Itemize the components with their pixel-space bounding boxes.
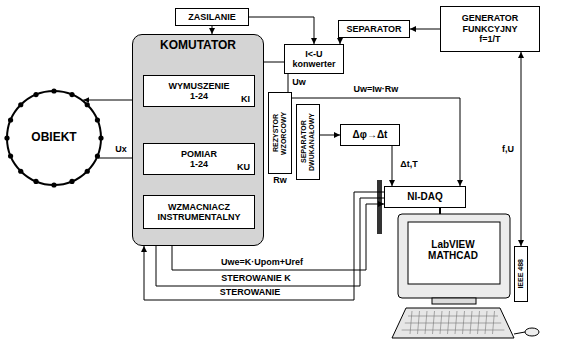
key-gap — [410, 311, 412, 334]
node-label: WZMACNIACZ INSTRUMENTALNY — [147, 202, 251, 223]
signal-line — [144, 192, 384, 300]
node-label: GENERATOR FUNKCYJNY — [444, 13, 536, 34]
key-gap — [478, 311, 480, 334]
key-gap — [418, 311, 420, 334]
electrode-dot — [51, 182, 56, 187]
amplifier-box: WZMACNIACZ INSTRUMENTALNY — [143, 195, 255, 229]
electrode-dot — [85, 169, 90, 174]
edge-label: f,U — [501, 145, 515, 155]
measurement-box: POMIAR1-24 KU — [143, 143, 255, 175]
screen-text: LabVIEW MATHCAD — [412, 228, 494, 272]
node-label: Δφ→Δt — [353, 129, 388, 141]
excitation-box: WYMUSZENIE1-24 KI — [143, 75, 255, 107]
key-gap — [425, 311, 427, 334]
signal-line — [320, 135, 340, 136]
node-label: LabVIEW MATHCAD — [423, 239, 483, 262]
electrode-dot — [18, 102, 23, 107]
signal-line — [212, 26, 213, 34]
monitor-screen — [408, 222, 500, 284]
electrode-dot — [18, 169, 23, 174]
edge-label: Uw=Iw·Rw — [353, 85, 400, 95]
electrode-dot — [98, 135, 103, 140]
node-label: WYMUSZENIE — [168, 81, 229, 91]
monitor-body — [398, 214, 510, 298]
electrode-dot — [33, 92, 38, 97]
node-label: konwerter — [292, 59, 335, 69]
node-label: ZASILANIE — [188, 12, 236, 22]
key-row — [405, 323, 501, 324]
bus-cable — [439, 208, 441, 214]
key-gap — [455, 311, 457, 334]
node-label: KI — [241, 94, 250, 104]
phase-time-box: Δφ→Δt — [340, 124, 400, 146]
node-label: f=1/T — [479, 34, 500, 44]
signal-label: Uw — [291, 78, 307, 88]
edge-label: Δt,T — [399, 160, 418, 170]
node-label: POMIAR — [181, 149, 217, 159]
key-row — [402, 330, 505, 331]
signal-line — [392, 146, 393, 186]
electrode-dot — [85, 102, 90, 107]
node-label: KU — [237, 162, 250, 172]
key-gap — [493, 311, 495, 334]
resistor-box: REZYSTOR WZORCOWYRw — [268, 92, 292, 174]
node-label: KOMUTATOR — [133, 39, 263, 53]
electrode-dot — [8, 153, 13, 158]
object-circle-line — [7, 91, 101, 185]
electrode-dot — [69, 92, 74, 97]
key-gap — [433, 311, 435, 334]
key-gap — [463, 311, 465, 334]
object-circle: OBIEKT — [4, 88, 104, 188]
node-label: IEEE 488 — [517, 259, 525, 289]
bus-box: IEEE 488 — [514, 246, 528, 302]
node-label: 1-24 — [190, 159, 208, 169]
electrode-dot — [95, 153, 100, 158]
node-label: I<-U — [305, 49, 322, 59]
edge-label: Uwe=K·Upom+Uref — [220, 258, 304, 268]
monitor-stand — [432, 298, 476, 304]
key-gap — [470, 311, 472, 334]
mouse — [525, 328, 539, 336]
electrode-dot — [51, 88, 56, 93]
electrode-dot — [69, 179, 74, 184]
node-label: SEPARATOR DWUKANAŁOWY — [300, 107, 315, 177]
keyboard-keys — [402, 311, 505, 334]
electrode-dot — [4, 135, 9, 140]
edge-label: STEROWANIE K — [220, 274, 292, 284]
power-box: ZASILANIE — [175, 8, 249, 26]
signal-line — [288, 74, 289, 92]
node-label: SEPARATOR — [346, 24, 401, 34]
key-gap — [440, 311, 442, 334]
node-label: OBIEKT — [31, 131, 76, 145]
key-row — [408, 316, 498, 317]
commutator-panel: KOMUTATORWYMUSZENIE1-24KIPOMIAR1-24KUWZM… — [132, 34, 264, 246]
signal-line — [410, 29, 440, 30]
converter-box: I<-Ukonwerter — [284, 44, 344, 74]
edge-label: Ux — [114, 145, 128, 155]
dual-separator-box: SEPARATOR DWUKANAŁOWY — [296, 104, 320, 180]
key-gap — [448, 311, 450, 334]
daq-box: NI-DAQ — [384, 186, 466, 208]
signal-line — [521, 52, 522, 246]
mouse-cable — [514, 332, 525, 334]
separator-box: SEPARATOR — [338, 20, 410, 38]
node-label: NI-DAQ — [407, 191, 443, 203]
node-label: REZYSTOR WZORCOWY — [272, 102, 287, 164]
generator-box: GENERATOR FUNKCYJNYf=1/T — [440, 6, 540, 52]
node-label: 1-24 — [190, 91, 208, 101]
electrode-dot — [8, 117, 13, 122]
connector-bar — [377, 180, 382, 234]
signal-line — [292, 98, 460, 186]
node-label: Rw — [273, 175, 287, 185]
electrode-dot — [33, 179, 38, 184]
edge-label: STEROWANIE — [219, 288, 282, 298]
key-gap — [485, 311, 487, 334]
electrode-dot — [95, 117, 100, 122]
keyboard — [392, 308, 514, 338]
